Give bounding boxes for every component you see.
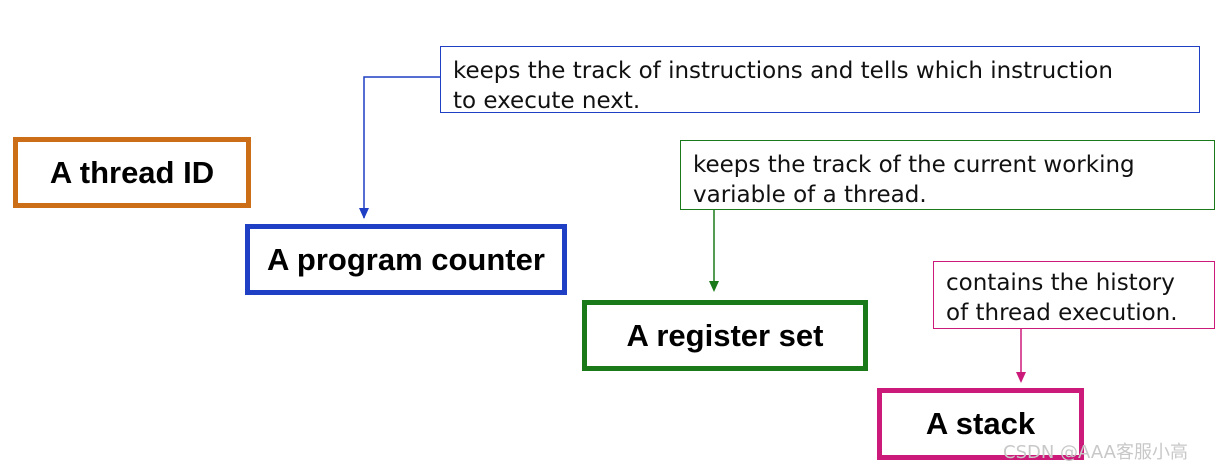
program-counter-box: A program counter bbox=[245, 224, 567, 295]
register-set-arrowhead bbox=[709, 281, 719, 292]
stack-arrowhead bbox=[1016, 372, 1026, 383]
watermark: CSDN @AAA客服小高 bbox=[1003, 442, 1188, 463]
stack-note: contains the history of thread execution… bbox=[933, 261, 1215, 329]
register-set-box: A register set bbox=[582, 300, 868, 371]
stack-label: A stack bbox=[925, 406, 1036, 441]
register-set-label: A register set bbox=[626, 317, 824, 353]
program-counter-note: keeps the track of instructions and tell… bbox=[440, 46, 1200, 114]
stack-box: A stack bbox=[877, 388, 1084, 460]
program-counter-arrowhead bbox=[359, 208, 369, 219]
program-counter-label: A program counter bbox=[267, 241, 545, 277]
program-counter-connector bbox=[363, 76, 440, 218]
thread-id-label: A thread ID bbox=[49, 154, 215, 190]
thread-id-box: A thread ID bbox=[13, 137, 251, 208]
register-set-note: keeps the track of the current working v… bbox=[680, 140, 1215, 210]
